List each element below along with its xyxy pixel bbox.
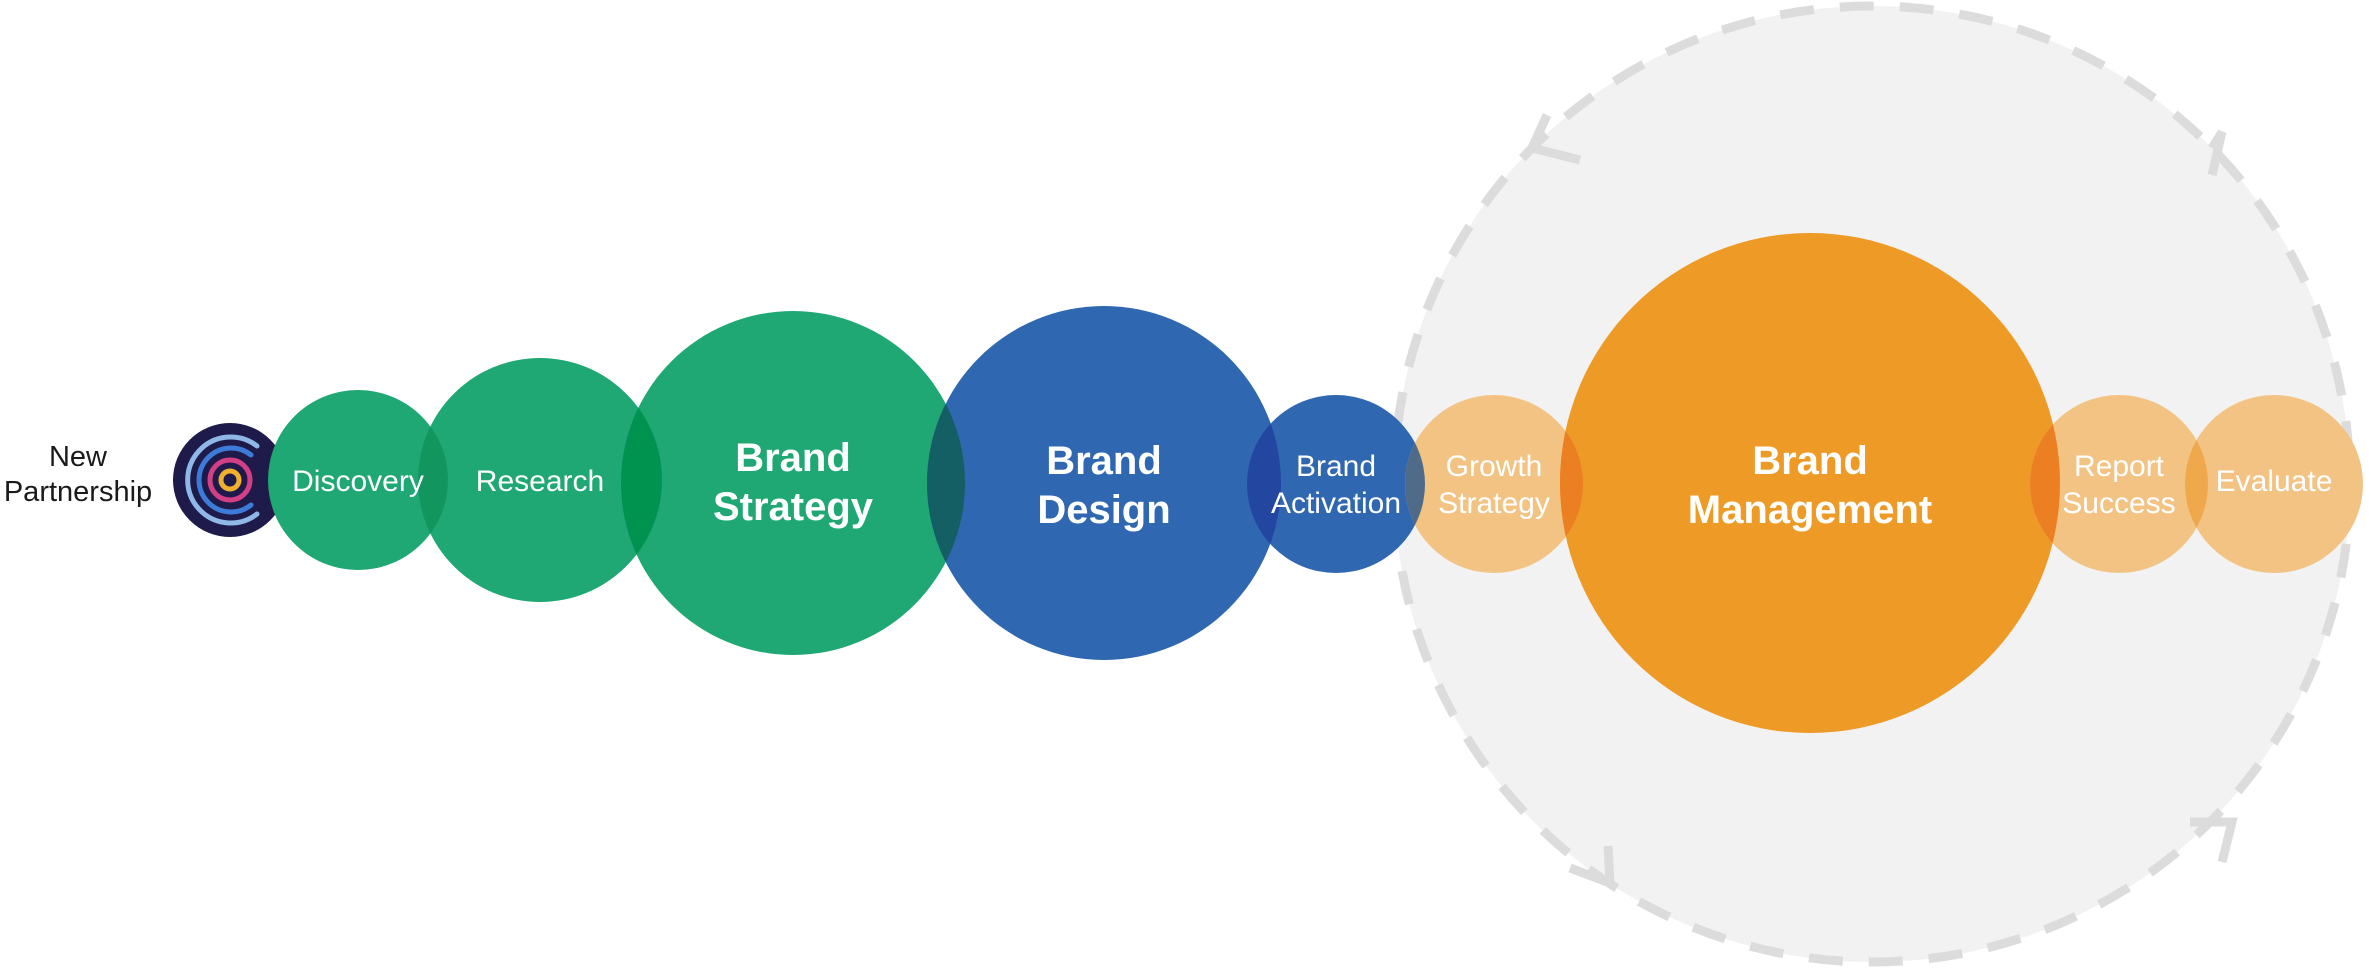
new-partnership-label-line2: Partnership [4,476,152,508]
brand-activation-label-line2: Activation [1271,487,1401,520]
cycle-arrowhead-top-left-icon [1525,113,1582,165]
cycle-arrowhead-top-right-icon [2207,129,2227,177]
cycle-arrowhead-bottom-right-icon [2190,817,2238,864]
report-success-label-line2: Success [2062,487,2175,520]
brand-strategy-label-line2: Strategy [713,485,874,529]
brand-design-circle [927,306,1281,660]
brand-management-label-line2: Management [1688,488,1933,532]
concentric-rings-logo-icon [185,434,260,526]
report-success-circle [2030,395,2208,573]
brand-design-label-line1: Brand [1046,439,1162,483]
growth-strategy-label-line2: Strategy [1438,487,1550,520]
research-label: Research [476,465,604,498]
evaluate-label: Evaluate [2216,465,2333,498]
report-success-label-line1: Report [2074,450,2165,483]
cycle-arrowhead-bottom-left-icon [1568,845,1615,890]
discovery-circle [268,390,448,570]
start-node [173,423,287,537]
brand-management-circle [1560,233,2060,733]
growth-strategy-circle [1405,395,1583,573]
research-circle [418,358,662,602]
brand-activation-circle [1247,395,1425,573]
new-partnership-label-line1: New [49,441,108,473]
discovery-label: Discovery [292,465,424,498]
brand-strategy-circle [621,311,965,655]
brand-management-label-line1: Brand [1752,439,1868,483]
brand-strategy-label-line1: Brand [735,436,851,480]
evaluate-circle [2185,395,2363,573]
brand-design-label-line2: Design [1037,488,1170,532]
growth-strategy-label-line1: Growth [1446,450,1543,483]
brand-activation-label-line1: Brand [1296,450,1376,483]
